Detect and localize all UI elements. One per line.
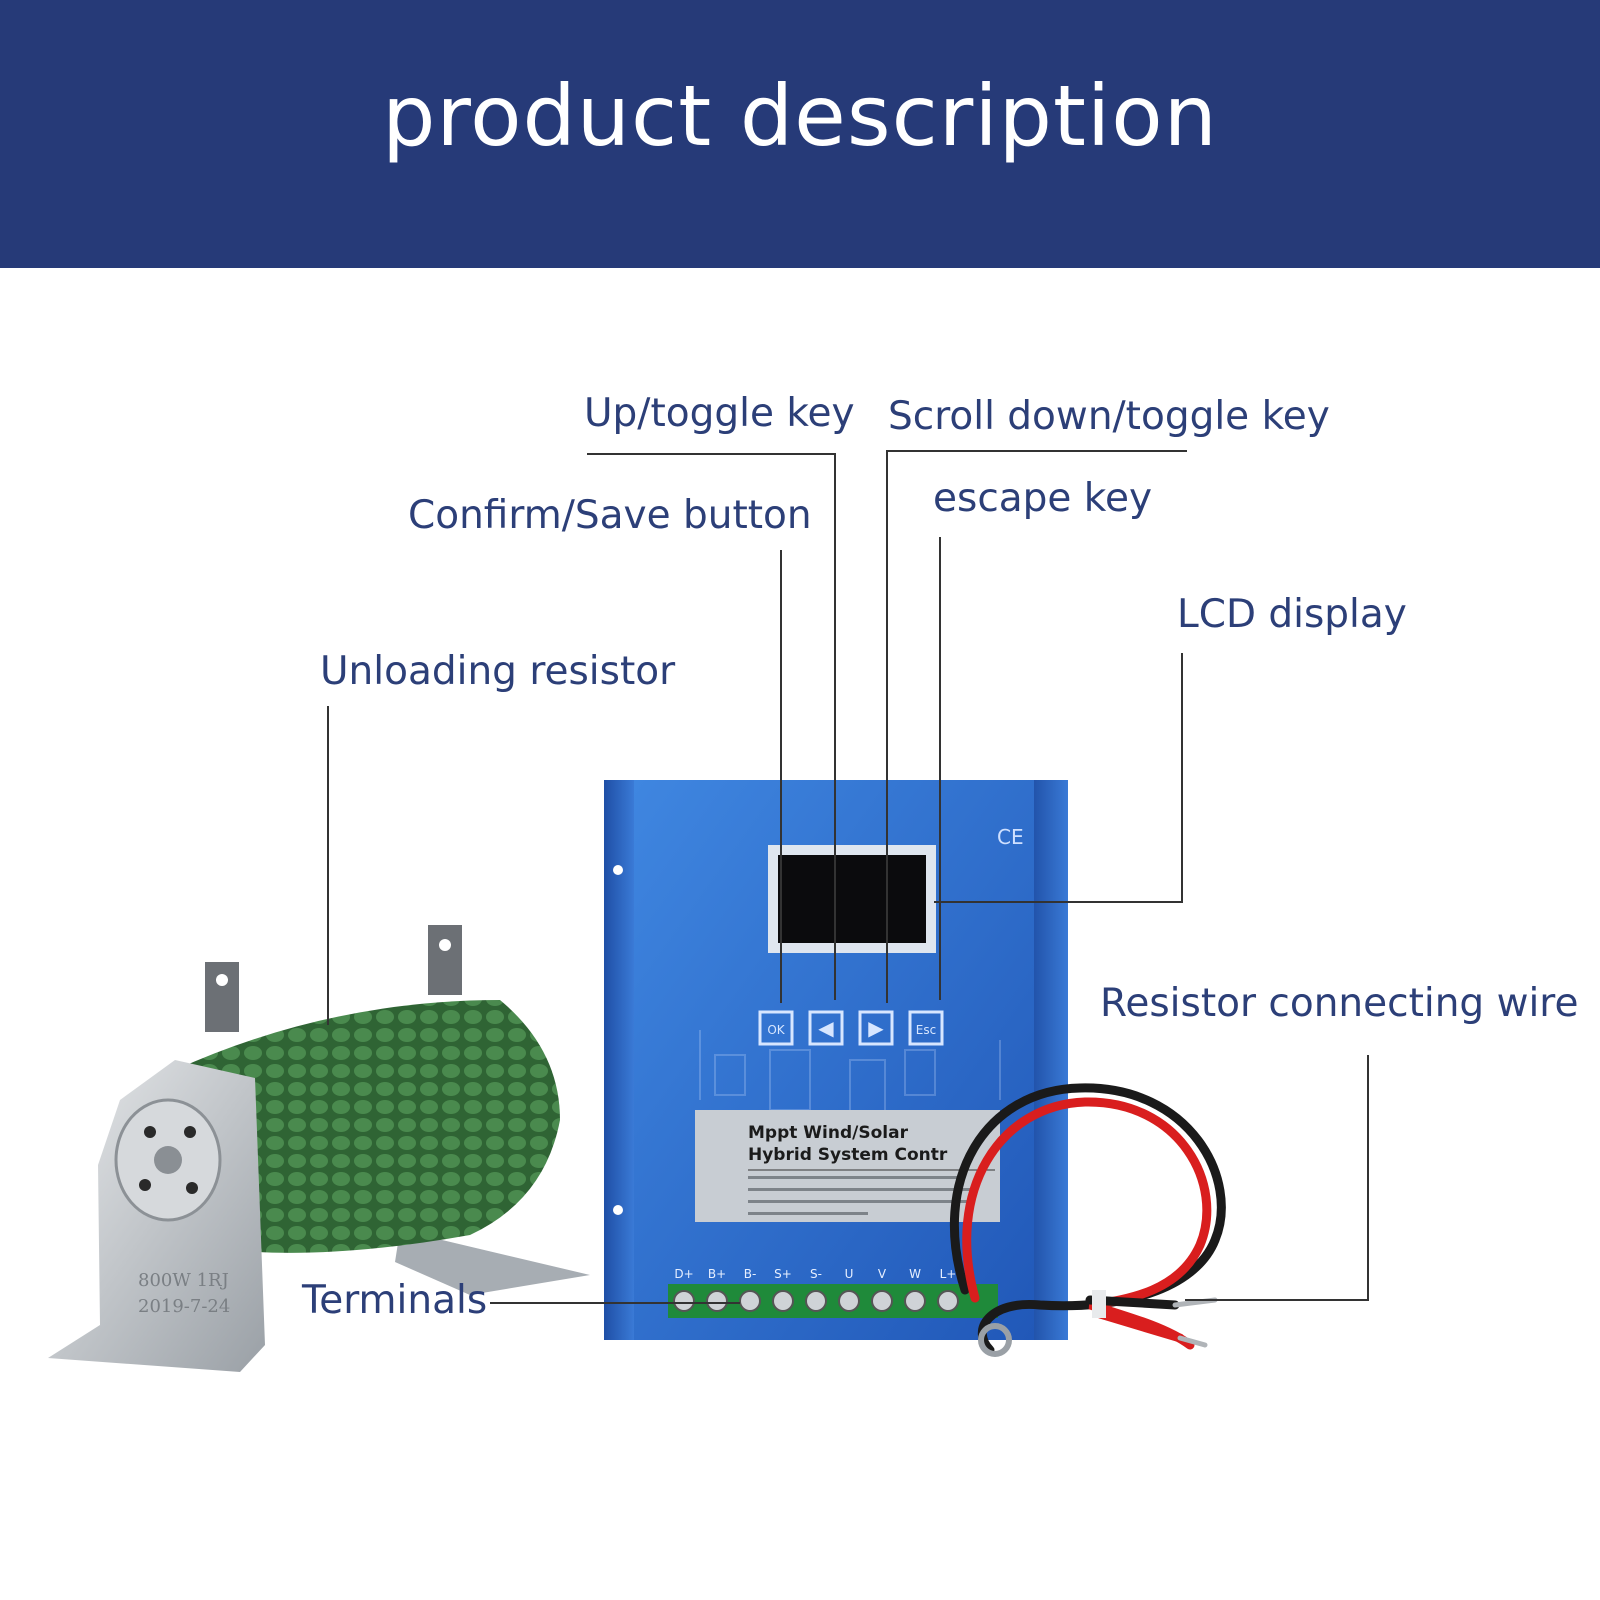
ok-key — [758, 1010, 794, 1046]
up-toggle-leader — [587, 453, 836, 1000]
terminal-screw — [937, 1290, 959, 1312]
label-escape-key: escape key — [933, 476, 1153, 521]
resistor-stamp-1: 800W 1RJ — [138, 1270, 229, 1291]
terminal-screw — [838, 1290, 860, 1312]
resistor-tab-left — [205, 962, 239, 1032]
controller-unit: CE OK ◀ ▶ Esc Mppt Wind/Solar Hybrid Sy — [604, 780, 1068, 1340]
terminal-label: B+ — [708, 1267, 726, 1281]
label-lcd-display: LCD display — [1177, 592, 1407, 637]
label-terminals: Terminals — [302, 1278, 488, 1323]
label-scroll-down-toggle-key: Scroll down/toggle key — [888, 394, 1330, 439]
terminal-label: S- — [810, 1267, 822, 1281]
terminal-screw — [904, 1290, 926, 1312]
terminal-label: L+ — [940, 1267, 957, 1281]
svg-text:▶: ▶ — [868, 1016, 884, 1040]
terminal-screw — [805, 1290, 827, 1312]
terminal-label: D+ — [674, 1267, 693, 1281]
product-sticker — [695, 1110, 1000, 1222]
up-toggle-key — [808, 1010, 844, 1046]
svg-text:Esc: Esc — [916, 1023, 936, 1037]
terminal-screw — [871, 1290, 893, 1312]
terminal-screw — [706, 1290, 728, 1312]
resistor-tab-right — [428, 925, 462, 995]
label-up-toggle-key: Up/toggle key — [584, 391, 855, 436]
page-title: product description — [382, 67, 1218, 165]
svg-text:OK: OK — [767, 1023, 785, 1037]
terminal-label: U — [845, 1267, 854, 1281]
label-resistor-connecting-wire: Resistor connecting wire — [1100, 981, 1579, 1026]
terminal-label: S+ — [774, 1267, 792, 1281]
terminal-label: W — [909, 1267, 921, 1281]
escape-key — [908, 1010, 944, 1046]
terminal-screw — [772, 1290, 794, 1312]
lcd-display — [778, 855, 926, 943]
resistor-stamp-2: 2019-7-24 — [138, 1296, 230, 1317]
header-banner: product description — [0, 0, 1600, 268]
scroll-down-leader — [886, 450, 1187, 1003]
scroll-down-key — [858, 1010, 894, 1046]
svg-text:◀: ◀ — [818, 1016, 834, 1040]
resistor-body — [175, 1000, 560, 1253]
terminal-label: B- — [744, 1267, 757, 1281]
control-keys: OK ◀ ▶ Esc — [758, 1010, 944, 1046]
label-unloading-resistor: Unloading resistor — [320, 649, 676, 694]
terminal-screw — [739, 1290, 761, 1312]
ce-mark: CE — [997, 825, 1024, 849]
wire-leader — [1185, 1055, 1369, 1301]
terminal-screws — [673, 1290, 959, 1312]
terminal-screw — [673, 1290, 695, 1312]
terminal-labels: D+ B+ B- S+ S- U V W L+ — [674, 1267, 956, 1281]
sticker-title-2: Hybrid System Contr — [748, 1145, 948, 1165]
label-confirm-save-button: Confirm/Save button — [408, 493, 812, 538]
sticker-title-1: Mppt Wind/Solar — [748, 1123, 909, 1143]
lcd-leader — [934, 653, 1183, 903]
unloading-resistor: 800W 1RJ 2019-7-24 — [48, 925, 590, 1372]
terminal-label: V — [878, 1267, 887, 1281]
